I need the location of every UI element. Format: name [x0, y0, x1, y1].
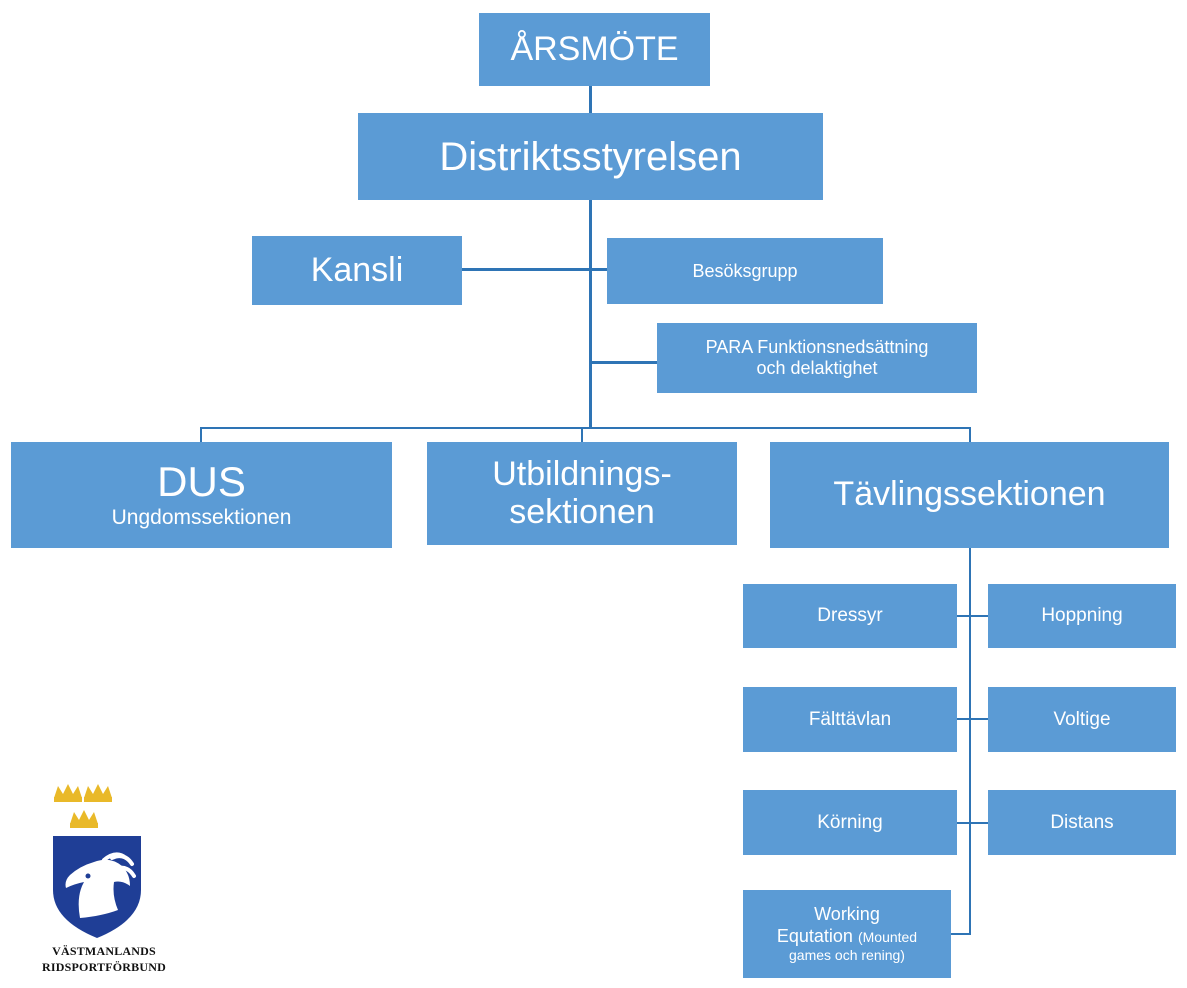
utbildning-label-line2: sektionen [509, 492, 655, 531]
para-label-line1: PARA Funktionsnedsättning [705, 337, 929, 358]
dus-box: DUS Ungdomssektionen [11, 442, 392, 548]
distriktsstyrelsen-label: Distriktsstyrelsen [439, 134, 742, 179]
coat-of-arms-icon [53, 784, 141, 938]
dressyr-box: Dressyr [743, 584, 957, 648]
tavlingssektionen-box: Tävlingssektionen [770, 442, 1169, 548]
connector-kansli [462, 268, 591, 271]
connector-working [951, 933, 971, 935]
hoppning-box: Hoppning [988, 584, 1176, 648]
hoppning-label: Hoppning [1041, 605, 1123, 627]
utbildningssektionen-box: Utbildnings- sektionen [427, 442, 737, 545]
falttavlan-box: Fälttävlan [743, 687, 957, 752]
kansli-box: Kansli [252, 236, 462, 305]
distans-label: Distans [1050, 811, 1114, 833]
connector-tavling-trunk [969, 548, 971, 935]
para-box: PARA Funktionsnedsättning och delaktighe… [657, 323, 977, 393]
distriktsstyrelsen-box: Distriktsstyrelsen [358, 113, 823, 200]
arsmote-label: ÅRSMÖTE [510, 29, 679, 68]
dus-title: DUS [157, 457, 246, 505]
connector-dus-drop [200, 427, 202, 442]
dressyr-label: Dressyr [817, 605, 883, 627]
connector-arsmote-styrelsen [589, 86, 592, 113]
distans-box: Distans [988, 790, 1176, 855]
connector-korning-distans [957, 822, 988, 824]
kansli-label: Kansli [310, 250, 404, 289]
working-equitation-box: Working Equtation (Mounted games och ren… [743, 890, 951, 978]
logo-text-line1: VÄSTMANLANDS [52, 944, 156, 958]
connector-tavling-drop [969, 427, 971, 442]
connector-para [591, 361, 657, 364]
falttavlan-label: Fälttävlan [808, 708, 892, 730]
logo: VÄSTMANLANDS RIDSPORTFÖRBUND [18, 778, 190, 988]
connector-dressyr-hoppning [957, 615, 988, 617]
korning-label: Körning [817, 811, 883, 833]
besoksgrupp-label: Besöksgrupp [692, 260, 798, 281]
connector-sections-horizontal [201, 427, 971, 429]
para-label-line2: och delaktighet [756, 358, 878, 378]
korning-box: Körning [743, 790, 957, 855]
working-label-small1: (Mounted [857, 928, 918, 945]
voltige-box: Voltige [988, 687, 1176, 752]
working-label-line2-wrap: Equtation (Mounted [777, 926, 917, 948]
dus-subtitle: Ungdomssektionen [111, 505, 292, 529]
connector-falttavlan-voltige [957, 718, 988, 720]
working-label-line2: Equtation [776, 925, 853, 946]
tavlingssektionen-label: Tävlingssektionen [833, 475, 1106, 514]
voltige-label: Voltige [1053, 708, 1111, 730]
connector-besoksgrupp [591, 268, 607, 271]
working-label-small2: games och rening) [789, 947, 905, 964]
working-label-line1: Working [814, 904, 880, 924]
connector-main-trunk [589, 200, 592, 428]
besoksgrupp-box: Besöksgrupp [607, 238, 883, 304]
arsmote-box: ÅRSMÖTE [479, 13, 710, 86]
utbildning-label-line1: Utbildnings- [492, 455, 672, 494]
connector-utbildning-drop [581, 427, 583, 442]
logo-text-line2: RIDSPORTFÖRBUND [42, 960, 166, 974]
